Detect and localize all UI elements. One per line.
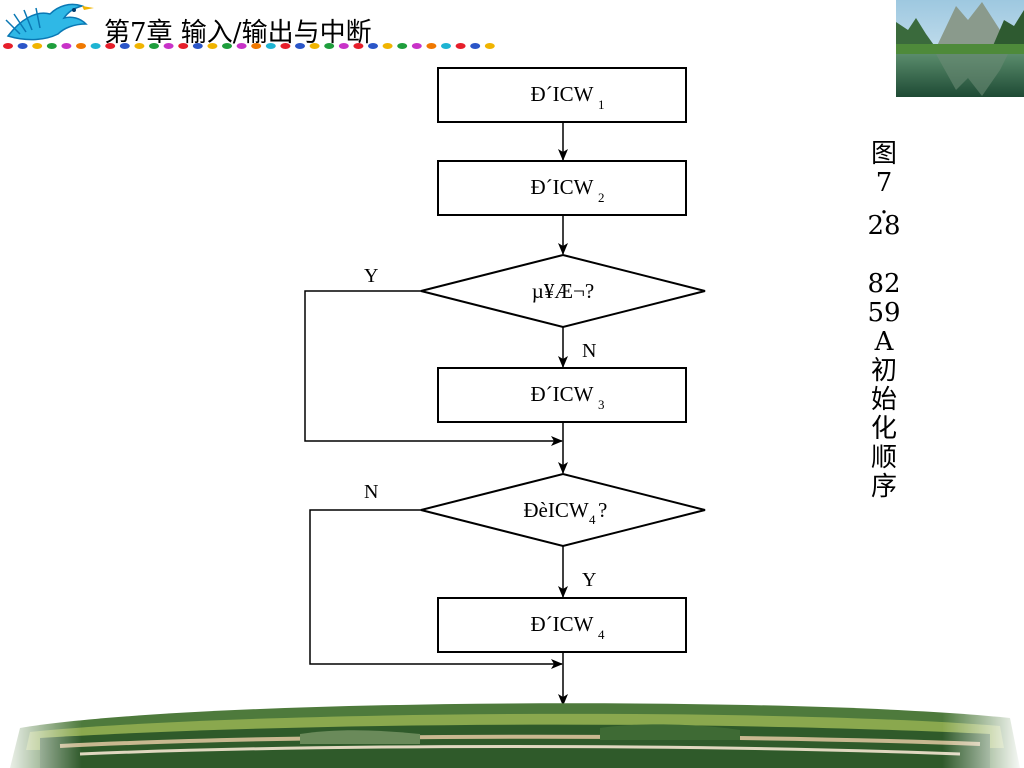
decorative-dot-row bbox=[3, 43, 495, 49]
node-decision-icw4: ÐèICW 4 ? bbox=[420, 472, 706, 548]
decorative-dot bbox=[280, 43, 291, 49]
decorative-dot bbox=[119, 43, 130, 49]
caption-line: 7 bbox=[875, 168, 893, 198]
branch-label-no: N bbox=[582, 340, 596, 362]
decorative-dot bbox=[382, 43, 393, 49]
caption-line: 序 bbox=[870, 472, 897, 502]
decorative-dot bbox=[455, 43, 466, 49]
decorative-dot bbox=[368, 43, 378, 49]
decorative-dot bbox=[470, 43, 481, 49]
landscape-photo bbox=[896, 0, 1024, 97]
decorative-dot bbox=[149, 43, 159, 49]
decorative-dot bbox=[105, 43, 116, 49]
node-write-icw3: Ð´ICW 3 bbox=[437, 367, 687, 423]
decorative-dot bbox=[484, 43, 495, 49]
yes-bypass-line bbox=[304, 290, 563, 446]
caption-line: 82 bbox=[867, 269, 901, 299]
node-label: Ð´ICW bbox=[531, 82, 594, 106]
decorative-dot bbox=[207, 43, 218, 49]
caption-line: 始 bbox=[870, 385, 897, 415]
node-decision-single: µ¥Æ¬? bbox=[420, 253, 706, 329]
node-subscript: 1 bbox=[598, 97, 605, 112]
decorative-dot bbox=[309, 43, 320, 49]
decorative-dot bbox=[236, 43, 247, 49]
node-label: Ð´ICW bbox=[531, 382, 594, 406]
decision-suffix: ? bbox=[598, 498, 607, 522]
node-label: Ð´ICW bbox=[531, 175, 594, 199]
decorative-dot bbox=[441, 43, 451, 49]
branch-label-yes: Y bbox=[364, 265, 378, 287]
caption-line: 顺 bbox=[870, 443, 897, 473]
caption-line: 28 bbox=[867, 211, 901, 241]
no-bypass-line bbox=[309, 509, 563, 669]
node-write-icw2: Ð´ICW 2 bbox=[437, 160, 687, 216]
bird-icon bbox=[5, 3, 94, 41]
slide-header: 第7章 输入/输出与中断 bbox=[0, 0, 1024, 97]
decorative-dot bbox=[17, 43, 28, 49]
decorative-dot bbox=[426, 43, 437, 49]
decorative-dot bbox=[134, 43, 145, 49]
caption-line bbox=[866, 241, 902, 270]
decorative-dot bbox=[353, 43, 364, 49]
footer-banner-image bbox=[0, 688, 1024, 768]
decorative-dot bbox=[251, 43, 262, 49]
caption-line: 59 bbox=[867, 298, 901, 328]
caption-line: 初 bbox=[870, 356, 897, 386]
caption-line: A bbox=[874, 327, 894, 357]
decorative-dot bbox=[411, 43, 422, 49]
decorative-dot bbox=[265, 43, 276, 49]
node-subscript: 2 bbox=[598, 190, 605, 205]
branch-label-no: N bbox=[364, 481, 378, 503]
node-write-icw1: Ð´ICW 1 bbox=[437, 67, 687, 123]
decorative-dot bbox=[32, 43, 43, 49]
decorative-dot bbox=[61, 43, 72, 49]
decorative-dot bbox=[397, 43, 408, 49]
caption-line: . bbox=[879, 190, 889, 220]
chapter-title: 第7章 输入/输出与中断 bbox=[104, 18, 372, 48]
decorative-dot bbox=[338, 43, 349, 49]
node-write-icw4: Ð´ICW 4 bbox=[437, 597, 687, 653]
decorative-dot bbox=[222, 43, 232, 49]
decorative-dot bbox=[163, 43, 174, 49]
decorative-dot bbox=[295, 43, 305, 49]
node-subscript: 3 bbox=[598, 397, 605, 412]
decision-label: ÐèICW bbox=[523, 498, 588, 522]
decision-label: µ¥Æ¬? bbox=[532, 279, 594, 303]
node-label: Ð´ICW bbox=[531, 612, 594, 636]
decorative-dot bbox=[3, 43, 13, 49]
decorative-dot bbox=[192, 43, 203, 49]
decorative-dot bbox=[76, 43, 86, 49]
decorative-dot bbox=[46, 43, 57, 49]
node-subscript: 4 bbox=[598, 627, 605, 642]
decorative-dot bbox=[178, 43, 189, 49]
branch-label-yes: Y bbox=[582, 569, 596, 591]
decorative-dot bbox=[90, 43, 101, 49]
caption-line: 图 bbox=[870, 139, 897, 169]
caption-line: 化 bbox=[870, 414, 897, 444]
decorative-dot bbox=[324, 43, 335, 49]
node-subscript: 4 bbox=[589, 512, 596, 527]
